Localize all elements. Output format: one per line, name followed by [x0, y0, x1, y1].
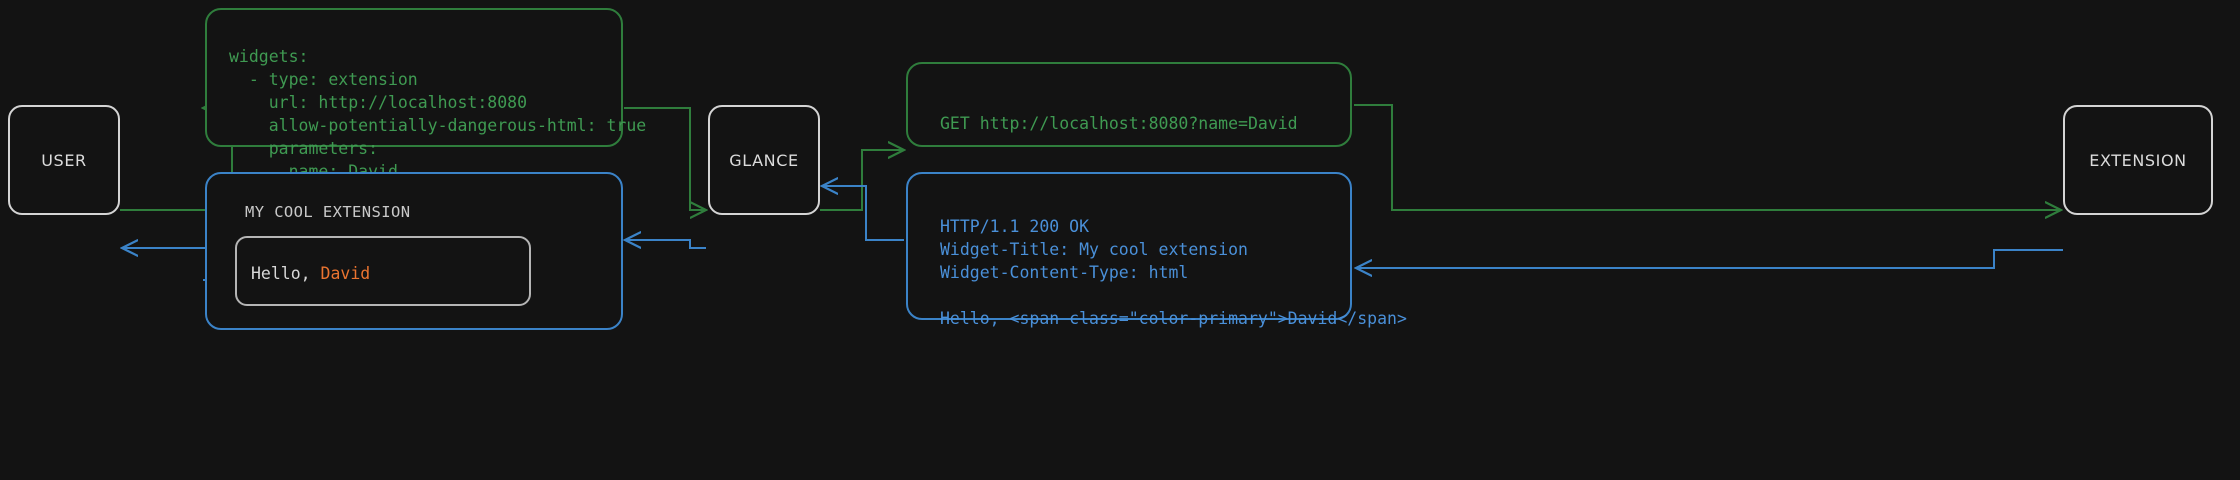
node-extension-label: EXTENSION: [2089, 150, 2187, 170]
edge-glance-to-request: [820, 150, 904, 211]
widget-greeting-prefix: Hello,: [251, 264, 321, 283]
widget-preview-body: Hello, David: [235, 236, 531, 306]
panel-yaml-config: widgets: - type: extension url: http://l…: [205, 8, 646, 181]
widget-greeting: Hello, David: [251, 264, 370, 283]
widget-greeting-name: David: [320, 264, 371, 283]
edge-response-to-glance: [822, 186, 904, 241]
yaml-config-code: widgets: - type: extension url: http://l…: [229, 46, 647, 181]
http-request-code: GET http://localhost:8080?name=David: [940, 113, 1298, 133]
node-glance-label: GLANCE: [729, 150, 799, 170]
edge-extension-to-response: [1356, 249, 2063, 268]
node-user-label: USER: [41, 150, 87, 170]
edge-glance-to-widget: [625, 240, 706, 249]
node-extension[interactable]: EXTENSION: [2063, 105, 2213, 215]
http-response-code: HTTP/1.1 200 OK Widget-Title: My cool ex…: [940, 216, 1407, 328]
edge-request-to-extension: [1354, 104, 2061, 210]
panel-http-response: HTTP/1.1 200 OK Widget-Title: My cool ex…: [906, 172, 1407, 328]
panel-http-request: GET http://localhost:8080?name=David: [906, 62, 1352, 147]
panel-widget-preview: MY COOL EXTENSION Hello, David: [205, 172, 623, 330]
node-user[interactable]: USER: [8, 105, 120, 215]
node-glance[interactable]: GLANCE: [708, 105, 820, 215]
widget-preview-title: MY COOL EXTENSION: [245, 203, 411, 221]
